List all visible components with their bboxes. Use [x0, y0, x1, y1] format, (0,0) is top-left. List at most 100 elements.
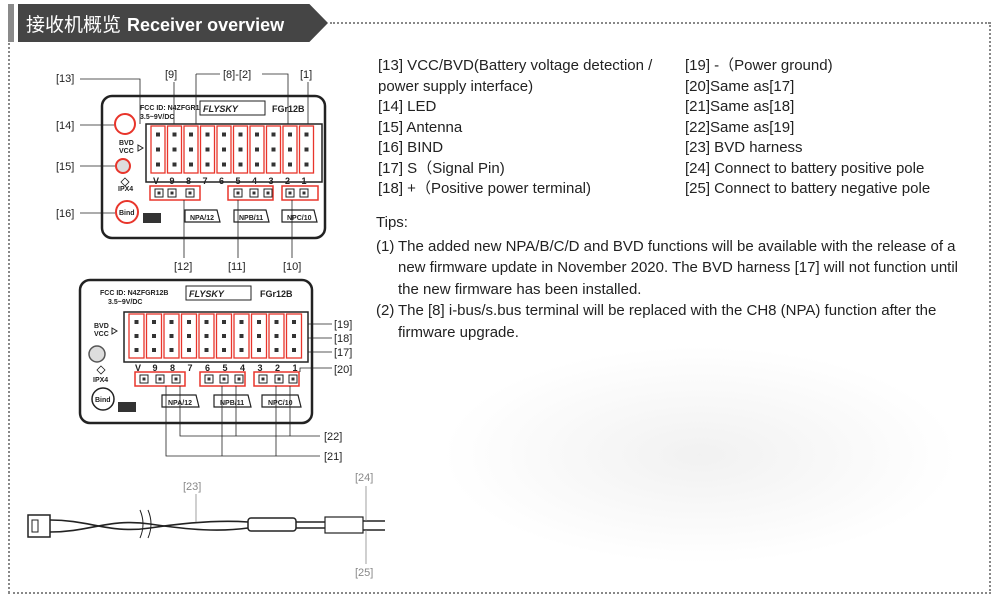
- top-callout-11: [11]: [228, 261, 246, 273]
- top-brand-logo: [199, 100, 266, 116]
- pin: [205, 147, 210, 152]
- bottom-receiver: FCC ID: N4ZFGR12B 3.5~9V/DC FLYSKY FGr12…: [78, 278, 352, 463]
- pin: [172, 132, 177, 137]
- pin: [238, 162, 243, 167]
- bottom-bind-label: Bind: [95, 397, 111, 404]
- bottom-callout-18: [18]: [334, 333, 352, 345]
- harness-callout-24: [24]: [355, 472, 373, 484]
- pin: [288, 162, 292, 167]
- pin: [257, 348, 261, 352]
- top-npa-tab: [184, 209, 221, 223]
- np-pin-dot: [157, 191, 161, 195]
- np-pin-dot: [236, 191, 240, 195]
- top-bvd-label: BVD: [119, 140, 134, 147]
- pin-column: [250, 313, 268, 359]
- header-tab: [18, 4, 328, 42]
- harness-callout-25: [25]: [355, 567, 373, 579]
- tips-section: Tips: (1) The added new NPA/B/C/D and BV…: [376, 212, 976, 343]
- header-title-en: Receiver overview: [127, 15, 285, 35]
- pin-column: [150, 125, 166, 174]
- bottom-ipx-label: IPX4: [93, 377, 108, 384]
- pin-column: [282, 125, 298, 174]
- pin: [134, 348, 139, 352]
- pin-number-label: 6: [205, 363, 210, 373]
- pin: [172, 147, 177, 152]
- pin-number-label: V: [153, 176, 159, 186]
- bottom-bind-button-icon: [91, 387, 115, 411]
- bottom-leader-21: [165, 386, 320, 457]
- pin: [239, 334, 244, 338]
- top-model-text: FGr12B: [272, 104, 305, 114]
- pin: [274, 348, 279, 352]
- pin-column: [216, 125, 232, 174]
- harness-wire-b: [49, 521, 249, 533]
- top-npa-label: NPA/12: [190, 215, 214, 222]
- np-pin-dot: [188, 191, 192, 195]
- pin: [304, 147, 309, 152]
- pin: [222, 147, 226, 152]
- harness-break-mark-2: [147, 509, 152, 539]
- pin: [238, 132, 243, 137]
- bottom-antenna-icon: [88, 345, 106, 363]
- np-pin-dot: [207, 377, 211, 381]
- bvd-harness: [23] [24] [25]: [27, 472, 385, 579]
- pin: [255, 162, 259, 167]
- np-pin-dot: [302, 191, 306, 195]
- legend-item-14: [14] LED: [378, 98, 437, 115]
- pin: [304, 162, 309, 167]
- harness-callout-23: [23]: [183, 481, 201, 493]
- pin: [257, 320, 261, 324]
- pin: [292, 348, 296, 352]
- top-callout-16: [16]: [56, 208, 74, 220]
- top-bind-label: Bind: [119, 210, 135, 217]
- np-pin-dot: [170, 191, 174, 195]
- pin: [187, 320, 191, 324]
- top-npb-label: NPB/11: [239, 215, 263, 222]
- legend-item-13: [13] VCC/BVD(Battery voltage detection /…: [378, 57, 653, 95]
- bottom-cert-icon: [118, 402, 136, 412]
- bottom-np-pins: [139, 374, 298, 384]
- pin: [187, 348, 191, 352]
- legend-item-18: [18] +（Positive power terminal): [378, 180, 592, 197]
- pin: [274, 320, 279, 324]
- pin: [288, 147, 292, 152]
- pin: [156, 147, 160, 152]
- pin: [255, 132, 259, 137]
- pin-column: [298, 125, 315, 174]
- pin: [222, 320, 226, 324]
- pin-column: [183, 125, 199, 174]
- np-pin-dot: [174, 377, 178, 381]
- top-led-icon: [114, 113, 136, 135]
- tip-number: (2): [376, 302, 395, 319]
- legend-item-19: [19] -（Power ground): [685, 57, 833, 74]
- bottom-callout-19: [19]: [334, 319, 352, 331]
- pin: [222, 132, 226, 137]
- top-callout-15: [15]: [56, 161, 74, 173]
- pin-number-label: 5: [236, 176, 241, 186]
- top-leader-2: [262, 73, 289, 124]
- top-antenna-icon: [115, 158, 131, 174]
- np-pin-dot: [142, 377, 146, 381]
- pin-column: [199, 125, 216, 174]
- tip-text: The [8] i-bus/s.bus terminal will be rep…: [398, 302, 937, 341]
- top-npc-tab: [281, 209, 318, 223]
- harness-connector: [27, 514, 51, 538]
- pin-number-label: 6: [219, 176, 224, 186]
- harness-wire-a: [49, 519, 249, 531]
- np-pin-dot: [291, 377, 295, 381]
- pin-number-label: 2: [275, 363, 280, 373]
- pin: [274, 334, 279, 338]
- pin-column: [285, 313, 303, 359]
- pin-column: [180, 313, 198, 359]
- bottom-leader-20: [299, 367, 332, 372]
- pin-column: [145, 313, 163, 359]
- bottom-leader-22: [179, 386, 320, 437]
- pin: [134, 334, 139, 338]
- pin: [239, 348, 244, 352]
- pin: [271, 147, 276, 152]
- np-pin-dot: [252, 191, 256, 195]
- top-receiver: FCC ID: N4ZFGR12B 3.5~9V/DC FLYSKY FGr12…: [56, 69, 327, 273]
